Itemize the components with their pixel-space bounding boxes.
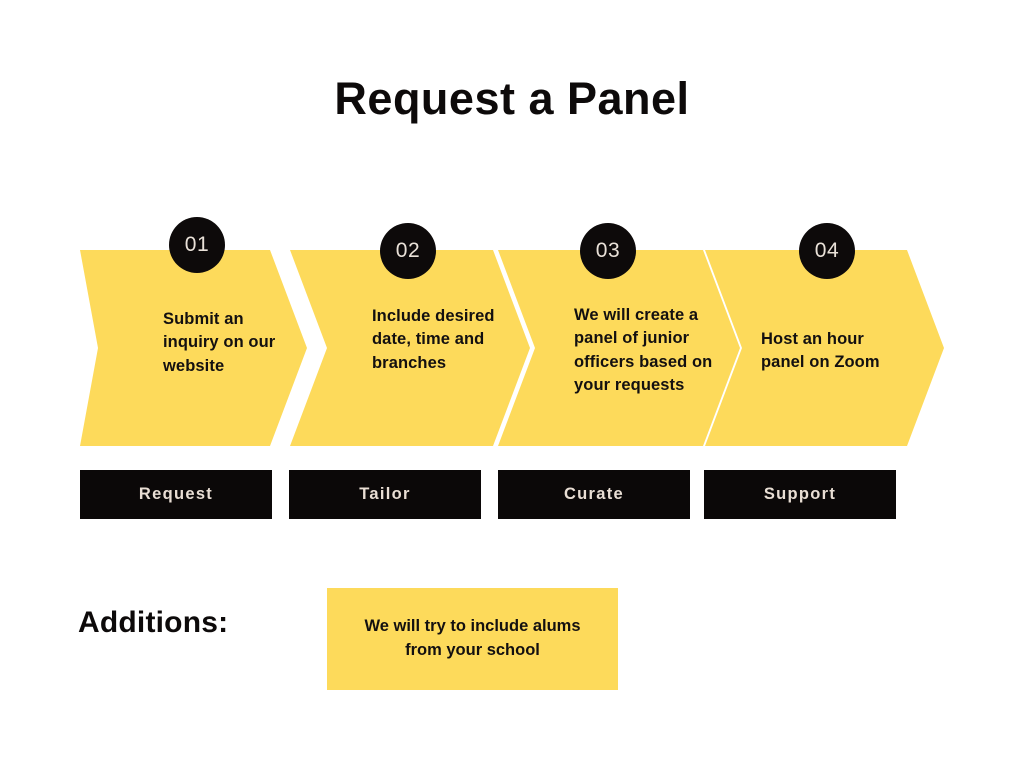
step-label-request[interactable]: Request — [80, 470, 272, 519]
step-badge-4: 04 — [799, 223, 855, 279]
process-step-1[interactable]: Submit an inquiry on our website — [80, 250, 307, 446]
process-step-2-text: Include desired date, time and branches — [372, 307, 495, 372]
step-label-support[interactable]: Support — [704, 470, 896, 519]
process-step-4[interactable]: Host an hour panel on Zoom — [705, 250, 944, 446]
step-label-tailor[interactable]: Tailor — [289, 470, 481, 519]
step-label-curate-text: Curate — [563, 485, 625, 503]
step-label-row: Request Tailor Curate Support — [80, 470, 944, 519]
process-step-3[interactable]: We will create a panel of junior officer… — [498, 250, 740, 446]
additions-note-box[interactable]: We will try to include alums from your s… — [327, 588, 618, 690]
step-label-request-text: Request — [138, 485, 214, 503]
step-badge-3: 03 — [580, 223, 636, 279]
additions-heading: Additions: — [78, 606, 229, 639]
step-label-curate[interactable]: Curate — [498, 470, 690, 519]
step-badge-2: 02 — [380, 223, 436, 279]
process-flow: Submit an inquiry on our website Include… — [80, 250, 944, 446]
page-title: Request a Panel — [334, 73, 690, 124]
process-step-4-text: Host an hour panel on Zoom — [761, 330, 880, 372]
step-label-tailor-text: Tailor — [359, 485, 411, 503]
additions-note-text: We will try to include alums from your s… — [364, 617, 581, 659]
step-badge-1: 01 — [169, 217, 225, 273]
step-label-support-text: Support — [763, 485, 837, 503]
process-step-3-text: We will create a panel of junior officer… — [574, 306, 713, 395]
process-step-2[interactable]: Include desired date, time and branches — [290, 250, 530, 446]
process-step-1-text: Submit an inquiry on our website — [163, 310, 276, 375]
